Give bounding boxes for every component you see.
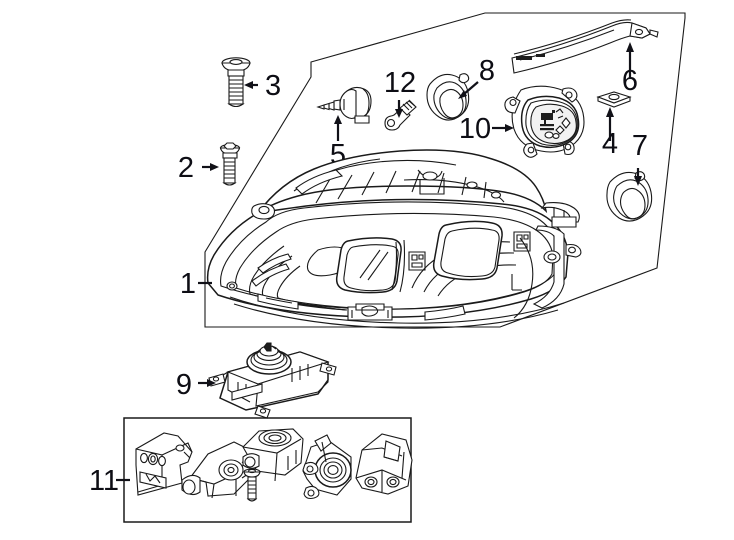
callout-10-leader <box>492 124 514 132</box>
main-assembly-panel <box>204 12 686 328</box>
part-12-push-pin-clip <box>384 99 417 131</box>
part-1-headlamp-assembly <box>206 149 582 329</box>
part-9-ballast-control-unit <box>208 342 337 419</box>
kit-item-bolt <box>243 468 261 502</box>
part-10-led-control-module <box>504 85 585 158</box>
callout-3-label: 3 <box>265 70 281 102</box>
callout-6-label: 6 <box>622 65 638 97</box>
callout-7-leader <box>634 168 642 186</box>
callout-12-leader <box>395 100 403 118</box>
callout-2-leader <box>202 163 219 171</box>
part-4-retainer-plate <box>596 91 632 108</box>
callout-9-leader <box>198 379 216 387</box>
callout-6-leader <box>626 42 634 78</box>
callout-1-label: 1 <box>180 268 196 300</box>
callout-8-leader <box>458 81 479 99</box>
kit-item-housing-bracket <box>355 433 413 495</box>
callout-3-leader <box>244 81 258 89</box>
part-3-bolt-large <box>221 57 251 108</box>
callout-2-label: 2 <box>178 152 194 184</box>
callout-11-label: 11 <box>89 465 119 497</box>
callout-4-label: 4 <box>602 128 618 160</box>
part-7-access-cover-b <box>606 171 653 222</box>
part-6-trim-molding <box>511 19 659 74</box>
callout-8-label: 8 <box>479 55 495 87</box>
callout-4-leader <box>606 107 614 141</box>
callout-5-leader <box>334 115 342 141</box>
ballast-connector-coil <box>246 342 292 375</box>
kit-item-bracket-left <box>135 432 193 496</box>
kit-item-cap-block <box>242 428 304 482</box>
kit-item-bracket-collar <box>181 441 255 499</box>
molding-label-detail <box>516 54 545 60</box>
callout-10-label: 10 <box>459 113 491 145</box>
callout-7-label: 7 <box>632 130 648 162</box>
module-circuit-detail <box>540 110 555 131</box>
kit-item-actuator-bracket <box>302 434 352 500</box>
part-5-bulb-socket <box>316 86 372 124</box>
part-2-bolt-small <box>219 142 241 186</box>
callout-9-label: 9 <box>176 369 192 401</box>
part-8-access-cover-a <box>426 73 470 121</box>
callout-12-label: 12 <box>384 67 416 99</box>
